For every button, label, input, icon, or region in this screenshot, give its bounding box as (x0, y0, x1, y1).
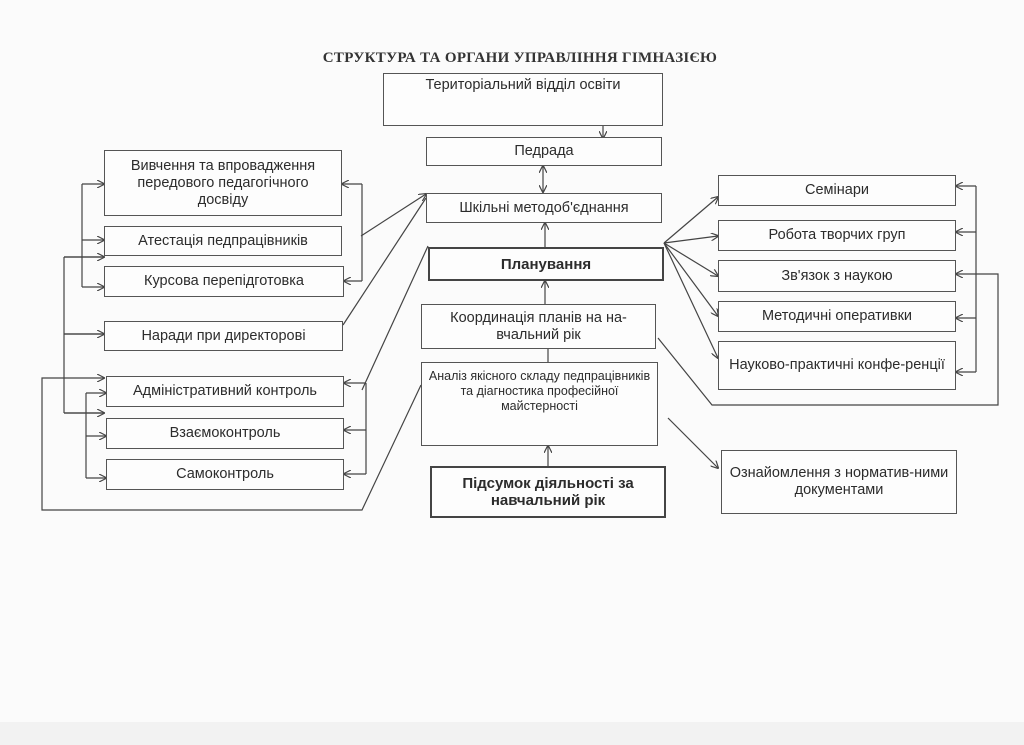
box-coordination: Координація планів на на-вчальний рік (421, 304, 656, 349)
box-summary: Підсумок діяльності за навчальний рік (430, 466, 666, 518)
box-study: Вивчення та впровадження передового педа… (104, 150, 342, 216)
fan-conferences (663, 242, 718, 358)
box-conferences: Науково-практичні конфе-ренції (718, 341, 956, 390)
box-methodical: Шкільні методоб'єднання (426, 193, 662, 223)
box-attestation: Атестація педпрацівників (104, 226, 342, 256)
diagram-title: СТРУКТУРА ТА ОРГАНИ УПРАВЛІННЯ ГІМНАЗІЄЮ (322, 50, 718, 66)
box-territorial: Територіальний відділ освіти (383, 73, 663, 126)
box-meetings: Наради при директорові (104, 321, 343, 351)
box-science: Зв'язок з наукою (718, 260, 956, 292)
box-operatives: Методичні оперативки (718, 301, 956, 332)
loop-left (41, 378, 422, 511)
line-meetings-methodical (342, 197, 427, 326)
loop-right (657, 274, 999, 406)
box-self-control: Самоконтроль (106, 459, 344, 490)
fan-seminars (663, 197, 718, 244)
box-admin-control: Адміністративний контроль (106, 376, 344, 407)
arrow-normative (667, 417, 718, 468)
box-mutual-control: Взаємоконтроль (106, 418, 344, 449)
box-courses: Курсова перепідготовка (104, 266, 344, 297)
bracket-left-outer (63, 256, 104, 414)
box-pedrada: Педрада (426, 137, 662, 166)
box-normative: Ознайомлення з норматив-ними документами (721, 450, 957, 514)
scan-edge (0, 722, 1024, 745)
fan-creative (663, 236, 718, 244)
fan-science (663, 242, 718, 276)
line-attestation-methodical (360, 194, 426, 237)
box-analysis: Аналіз якісного складу педпрацівників та… (421, 362, 658, 446)
box-planning: Планування (428, 247, 664, 281)
fan-operatives (663, 242, 718, 316)
box-seminars: Семінари (718, 175, 956, 206)
box-creative-groups: Робота творчих груп (718, 220, 956, 251)
line-admin-analysis (361, 245, 429, 391)
